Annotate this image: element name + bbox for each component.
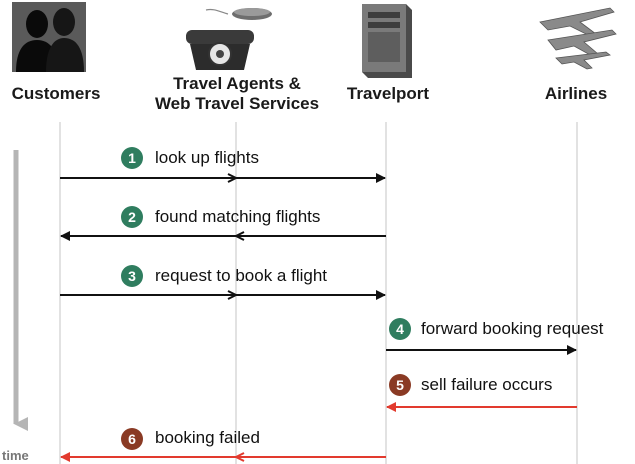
step-3-label: request to book a flight xyxy=(155,266,328,285)
step-3-arrow xyxy=(60,290,386,300)
people-silhouette-icon xyxy=(12,2,86,72)
actor-icons xyxy=(12,2,617,78)
agents-label-line-2: Web Travel Services xyxy=(154,94,320,113)
step-2-badge: 2 xyxy=(121,206,143,228)
step-1-badge: 1 xyxy=(121,147,143,169)
step-2-label: found matching flights xyxy=(155,207,321,226)
step-6-badge: 6 xyxy=(121,428,143,450)
step-1-label: look up flights xyxy=(155,148,259,167)
step-1-arrow xyxy=(60,173,386,183)
step-5-badge: 5 xyxy=(389,374,411,396)
step-2-arrow xyxy=(60,231,386,241)
telephone-mouse-icon xyxy=(186,8,272,70)
travelport-label: Travelport xyxy=(346,84,430,103)
airplanes-icon xyxy=(539,7,617,70)
server-tower-icon xyxy=(362,4,412,78)
agents-label-line-1: Travel Agents & xyxy=(173,74,301,93)
time-label: time xyxy=(2,448,29,463)
step-3-badge: 3 xyxy=(121,265,143,287)
step-4-badge: 4 xyxy=(389,318,411,340)
agents-label: Travel Agents & Web Travel Services xyxy=(124,74,350,114)
step-4-label: forward booking request xyxy=(421,319,604,338)
step-5-label: sell failure occurs xyxy=(421,375,553,394)
step-6-label: booking failed xyxy=(155,428,260,447)
airlines-label: Airlines xyxy=(544,84,608,103)
step-6-arrow xyxy=(60,452,386,462)
customers-label: Customers xyxy=(11,84,101,103)
